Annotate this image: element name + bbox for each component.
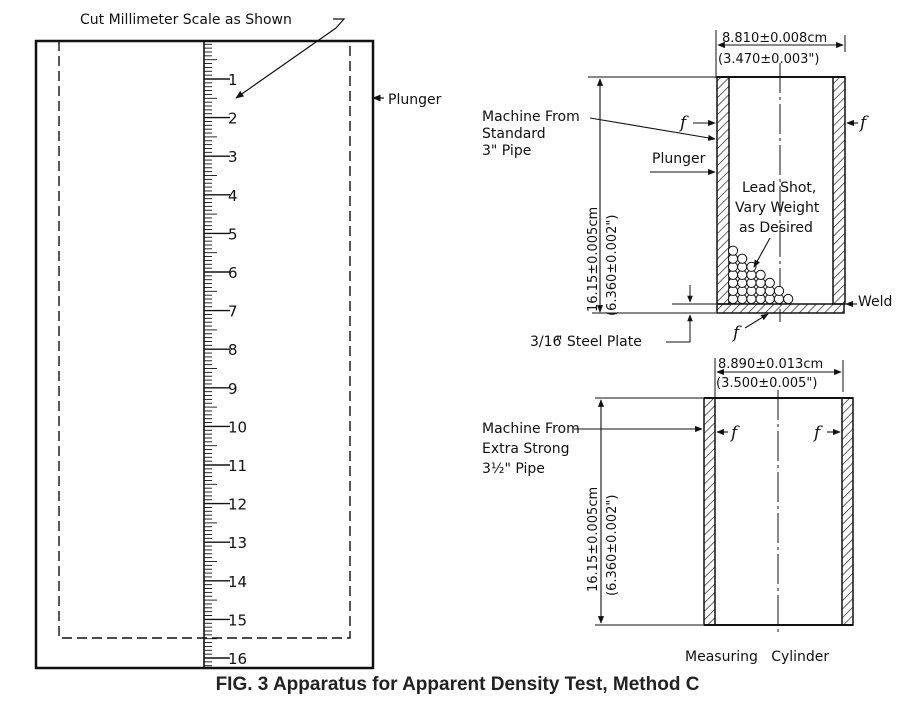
ruler-label: 12: [228, 496, 247, 514]
finish-mark-left: f: [678, 113, 689, 133]
lead-shot: [737, 253, 748, 264]
cylinder-left-wall: [703, 397, 716, 626]
shot-note-2: Vary Weight: [735, 200, 820, 216]
plate-label: " Steel Plate: [556, 334, 642, 350]
ruler-label: 1: [228, 71, 238, 89]
ruler-label: 3: [228, 148, 238, 166]
plunger-scale-view: Cut Millimeter Scale as Shown Plunger 12…: [34, 12, 442, 670]
lead-shot: [755, 269, 766, 280]
plunger-pipe-note-2: Standard: [482, 126, 546, 142]
plunger-section-label: Plunger: [652, 151, 706, 167]
ruler-label: 5: [228, 225, 238, 243]
cylinder-finish-mark-left: f: [729, 423, 740, 443]
cylinder-pipe-note-2: Extra Strong: [482, 441, 570, 457]
plunger-pipe-note-1: Machine From: [482, 109, 580, 125]
ruler-label: 13: [228, 534, 247, 552]
ruler-label: 14: [228, 573, 247, 591]
cylinder-height-metric: 16.15±0.005cm: [586, 487, 601, 592]
plunger-height-metric: 16.15±0.005cm: [586, 207, 601, 312]
ruler-ticks: [204, 43, 230, 667]
plate-label-fraction: 3/16: [530, 334, 562, 350]
plunger-section-view: 8.810±0.008cm (3.470±0.003") 16.15±0.005…: [482, 30, 892, 350]
plunger-right-wall: [832, 76, 846, 305]
lead-shot-pile: [727, 245, 794, 305]
plunger-left-wall: [716, 76, 730, 305]
lead-shot: [773, 285, 785, 297]
ruler-label: 15: [228, 611, 247, 629]
scale-note-hook: [333, 18, 346, 29]
ruler-label: 7: [228, 303, 238, 321]
cylinder-pipe-note-3: 3½" Pipe: [482, 461, 545, 477]
cylinder-width-metric: 8.890±0.013cm: [718, 357, 823, 372]
ruler-label: 4: [228, 187, 238, 205]
plunger-height-imperial: (6.360±0.002"): [605, 215, 620, 316]
lead-shot: [764, 277, 775, 288]
shot-note-1: Lead Shot,: [742, 180, 816, 196]
finish-mark-right: f: [858, 113, 869, 133]
finish-mark-bottom: f: [731, 323, 742, 343]
ruler-label: 8: [228, 341, 238, 359]
ruler-label: 2: [228, 110, 238, 128]
scale-note-leader: [235, 27, 337, 99]
shot-note-3: as Desired: [739, 220, 813, 236]
plunger-pipe-note-3: 3" Pipe: [482, 143, 531, 159]
scale-note-label: Cut Millimeter Scale as Shown: [80, 12, 292, 28]
measuring-cylinder-view: 8.890±0.013cm (3.500±0.005") 16.15±0.005…: [482, 357, 854, 665]
cylinder-width-imperial: (3.500±0.005"): [716, 376, 817, 391]
weld-label: Weld: [858, 294, 892, 310]
pipe-note-leader: [589, 117, 716, 141]
cylinder-finish-mark-right: f: [812, 423, 823, 443]
measuring-cylinder-title: Measuring Cylinder: [685, 649, 829, 665]
ruler-label: 10: [228, 418, 247, 436]
plunger-width-metric: 8.810±0.008cm: [722, 31, 827, 46]
lead-shot: [783, 293, 794, 305]
lead-shot: [727, 245, 739, 256]
figure-caption: FIG. 3 Apparatus for Apparent Density Te…: [215, 674, 700, 695]
ruler-label: 11: [228, 457, 247, 475]
plunger-label: Plunger: [388, 92, 442, 108]
cylinder-height-imperial: (6.360±0.002"): [605, 495, 620, 596]
ruler-label: 9: [228, 380, 238, 398]
cylinder-pipe-note-1: Machine From: [482, 421, 580, 437]
cylinder-right-wall: [841, 397, 854, 626]
ruler-label: 6: [228, 264, 238, 282]
plunger-width-imperial: (3.470±0.003"): [718, 52, 819, 67]
ruler-label: 16: [228, 650, 247, 668]
